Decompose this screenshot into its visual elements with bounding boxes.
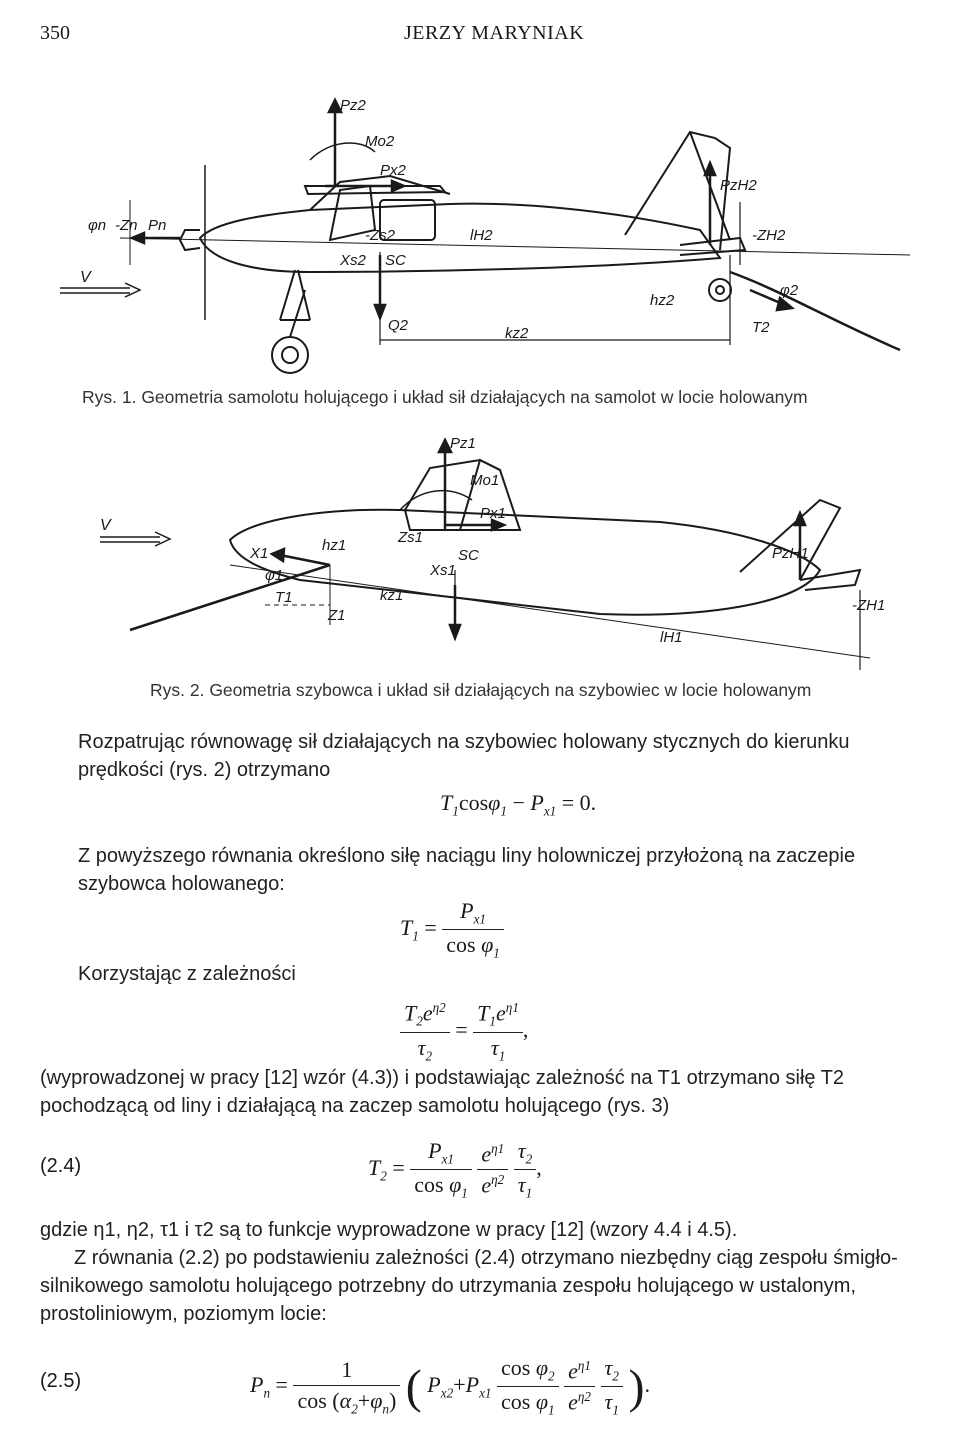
figure-2-caption: Rys. 2. Geometria szybowca i układ sił d… [150, 680, 812, 700]
label-zn: -Zn [115, 217, 138, 234]
label-pn: Pn [148, 217, 166, 234]
label-phi2: φ2 [780, 282, 799, 299]
label-zh2: -ZH2 [752, 227, 786, 244]
page-number: 350 [40, 22, 70, 44]
label-px1: Px1 [480, 505, 506, 522]
label-kz1: kz1 [380, 587, 403, 604]
equation-number-2-5: (2.5) [40, 1370, 82, 1392]
label-hz1: hz1 [322, 537, 346, 554]
label-sc: SC [385, 252, 406, 269]
label-phi1: φ1 [265, 567, 283, 584]
label-sc: SC [458, 547, 479, 564]
label-t2: T2 [752, 319, 770, 336]
label-kz2: kz2 [505, 325, 529, 342]
figure-1-towing-airplane: Pz2 Mo2 Px2 φn -Zn Pn V -Zs2 Xs2 SC lH2 … [60, 97, 911, 374]
label-x1: X1 [249, 545, 268, 562]
label-pzh1: PzH1 [772, 545, 809, 562]
label-phi-n: φn [88, 217, 106, 234]
paragraph-3: Korzystając z zależności [78, 963, 296, 985]
label-px2: Px2 [380, 162, 407, 179]
figure-2-glider: Pz1 Mo1 Px1 V X1 φ1 T1 Z1 hz1 Zs1 Xs1 SC… [100, 435, 885, 670]
paragraph-5: gdzie η1, η2, τ1 i τ2 są to funkcje wypr… [40, 1219, 738, 1241]
label-mo1: Mo1 [470, 472, 499, 489]
label-zh1: -ZH1 [852, 597, 885, 614]
label-xs1: Xs1 [429, 562, 456, 579]
label-pzh2: PzH2 [720, 177, 757, 194]
label-pz1: Pz1 [450, 435, 476, 452]
label-q2: Q2 [388, 317, 409, 334]
label-t1: T1 [275, 589, 293, 606]
label-pz2: Pz2 [340, 97, 367, 114]
label-z1: Z1 [327, 607, 346, 624]
label-mo2: Mo2 [365, 133, 395, 150]
label-hz2: hz2 [650, 292, 675, 309]
paragraph-4: (wyprowadzonej w pracy [12] wzór (4.3)) … [40, 1067, 845, 1117]
equation-a: T1cosφ1 − Px1 = 0. [440, 790, 597, 819]
label-zs1: Zs1 [397, 529, 423, 546]
paragraph-6: Z równania (2.2) po podstawieniu zależno… [40, 1247, 898, 1325]
label-lh1: lH1 [660, 629, 683, 646]
equation-number-2-4: (2.4) [40, 1155, 82, 1177]
running-header-author: JERZY MARYNIAK [404, 22, 585, 44]
label-xs2: Xs2 [339, 252, 367, 269]
figure-1-caption: Rys. 1. Geometria samolotu holującego i … [82, 387, 808, 407]
label-lh2: lH2 [470, 227, 493, 244]
paragraph-1: Rozpatrując równowagę sił działających n… [78, 731, 850, 781]
label-v: V [80, 269, 92, 286]
label-zs2: -Zs2 [365, 227, 396, 244]
label-v: V [100, 517, 112, 534]
paragraph-2: Z powyższego równania określono siłę nac… [78, 845, 856, 895]
